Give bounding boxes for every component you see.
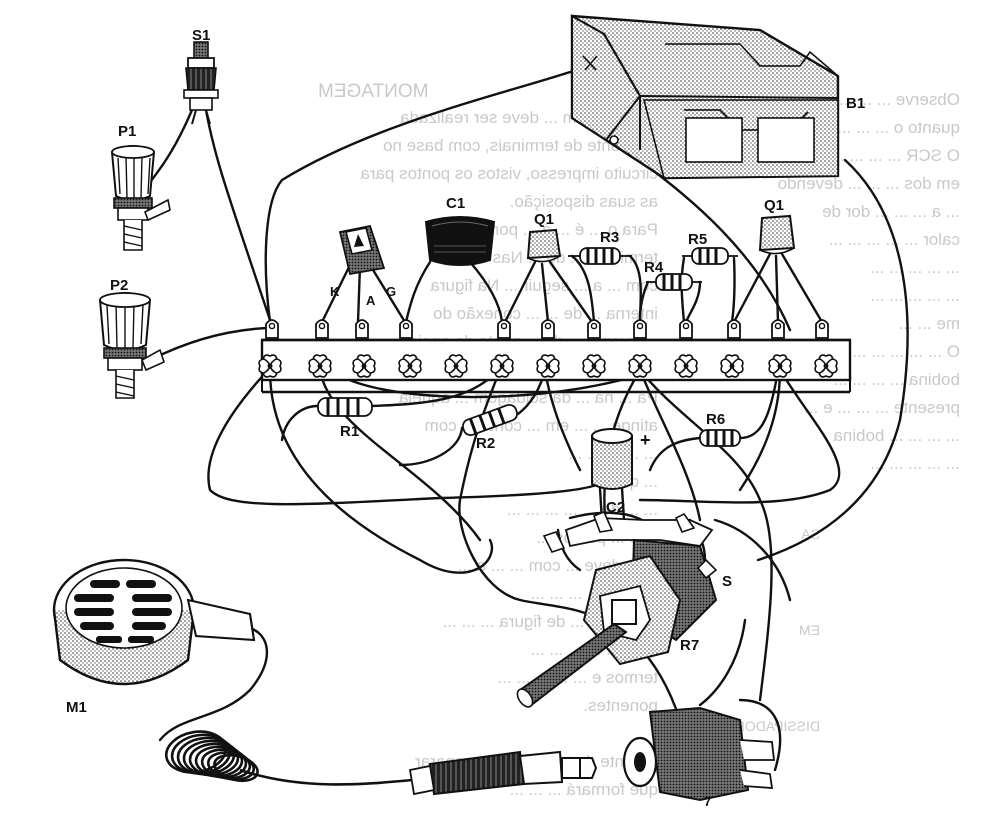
- label-m1: M1: [66, 699, 87, 716]
- c2-electrolytic-capacitor: [591, 428, 633, 490]
- cord-tail: [239, 768, 413, 786]
- label-r3: R3: [600, 229, 619, 246]
- label-r7: R7: [680, 637, 699, 654]
- solder-tab: [727, 319, 741, 339]
- solder-tab: [815, 319, 829, 339]
- strip-solder-tabs: [265, 319, 829, 339]
- label-scr-g: G: [386, 284, 396, 299]
- solder-tab: [541, 319, 555, 339]
- solder-tab: [265, 319, 279, 339]
- label-c2-plus: +: [640, 430, 651, 450]
- label-scr-k: K: [330, 284, 340, 299]
- r7-potentiometer-with-switch: [516, 510, 718, 708]
- label-q1-left: Q1: [534, 211, 554, 228]
- r5-resistor: [682, 247, 738, 265]
- label-c2: C2: [606, 499, 625, 516]
- p2-binding-post: [98, 292, 165, 399]
- label-p1: P1: [118, 123, 136, 140]
- r6-resistor: [699, 429, 741, 447]
- r1-resistor: [317, 397, 373, 417]
- solder-tab: [633, 319, 647, 339]
- label-b1: B1: [846, 95, 865, 112]
- solder-tab: [497, 319, 511, 339]
- q1-transistor-right: [758, 214, 796, 255]
- solder-tab: [399, 319, 413, 339]
- jack-socket: [622, 706, 776, 802]
- component-labels: S1 P1 P2 C1 Q1 Q1 R3 R5 R4 B1 R1 R2 R6 C…: [66, 27, 865, 809]
- label-r5: R5: [688, 231, 707, 248]
- cord-loop: [213, 753, 259, 783]
- solder-tab: [771, 319, 785, 339]
- label-scr-a: A: [366, 293, 376, 308]
- m1-earphone: [52, 558, 256, 686]
- label-c1: C1: [446, 195, 465, 212]
- solder-tab: [315, 319, 329, 339]
- label-s1: S1: [192, 27, 210, 44]
- scr-thyristor: [338, 224, 386, 276]
- r4-resistor: [646, 273, 702, 291]
- b1-battery-holder: [570, 14, 840, 180]
- c1-capacitor: [424, 216, 496, 266]
- label-p2: P2: [110, 277, 128, 294]
- label-r1: R1: [340, 423, 359, 440]
- label-r6: R6: [706, 411, 725, 428]
- solder-tab: [587, 319, 601, 339]
- label-jack: 7: [704, 794, 711, 809]
- mono-plug: [408, 750, 598, 796]
- resistors-bottom: [317, 397, 741, 447]
- q1-transistor-left: [526, 228, 562, 263]
- s1-pushbutton-switch: [183, 41, 219, 125]
- r2-resistor: [462, 403, 518, 437]
- p1-binding-post: [110, 145, 171, 251]
- label-q1-right: Q1: [764, 197, 784, 214]
- r3-resistor: [568, 247, 632, 265]
- earphone-coiled-cord: [164, 730, 413, 786]
- solder-tab: [679, 319, 693, 339]
- label-r4: R4: [644, 259, 664, 276]
- label-r2: R2: [476, 435, 495, 452]
- resistors-top: [568, 247, 738, 291]
- label-s: S: [722, 573, 732, 590]
- solder-tab: [355, 319, 369, 339]
